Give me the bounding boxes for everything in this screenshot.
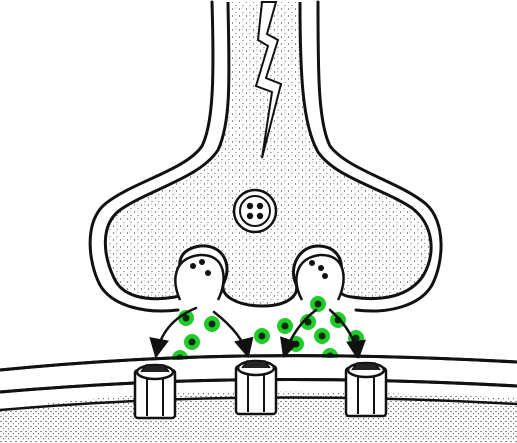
presynaptic-axon-terminal	[90, 2, 441, 311]
green-dot-icon	[204, 316, 220, 332]
vesicle-icon	[234, 190, 276, 232]
open-vesicle-icon	[296, 255, 343, 300]
curved-arrow-icon	[214, 312, 248, 356]
receptor-icon	[236, 361, 276, 414]
open-vesicle-icon	[175, 255, 223, 300]
green-dot-icon	[314, 328, 330, 344]
receptor-icon	[135, 365, 175, 418]
green-dot-icon	[184, 334, 200, 350]
green-dot-icon	[254, 328, 270, 344]
green-dot-icon	[310, 296, 326, 312]
green-dot-icon	[277, 318, 293, 334]
receptor-icon	[346, 363, 386, 416]
